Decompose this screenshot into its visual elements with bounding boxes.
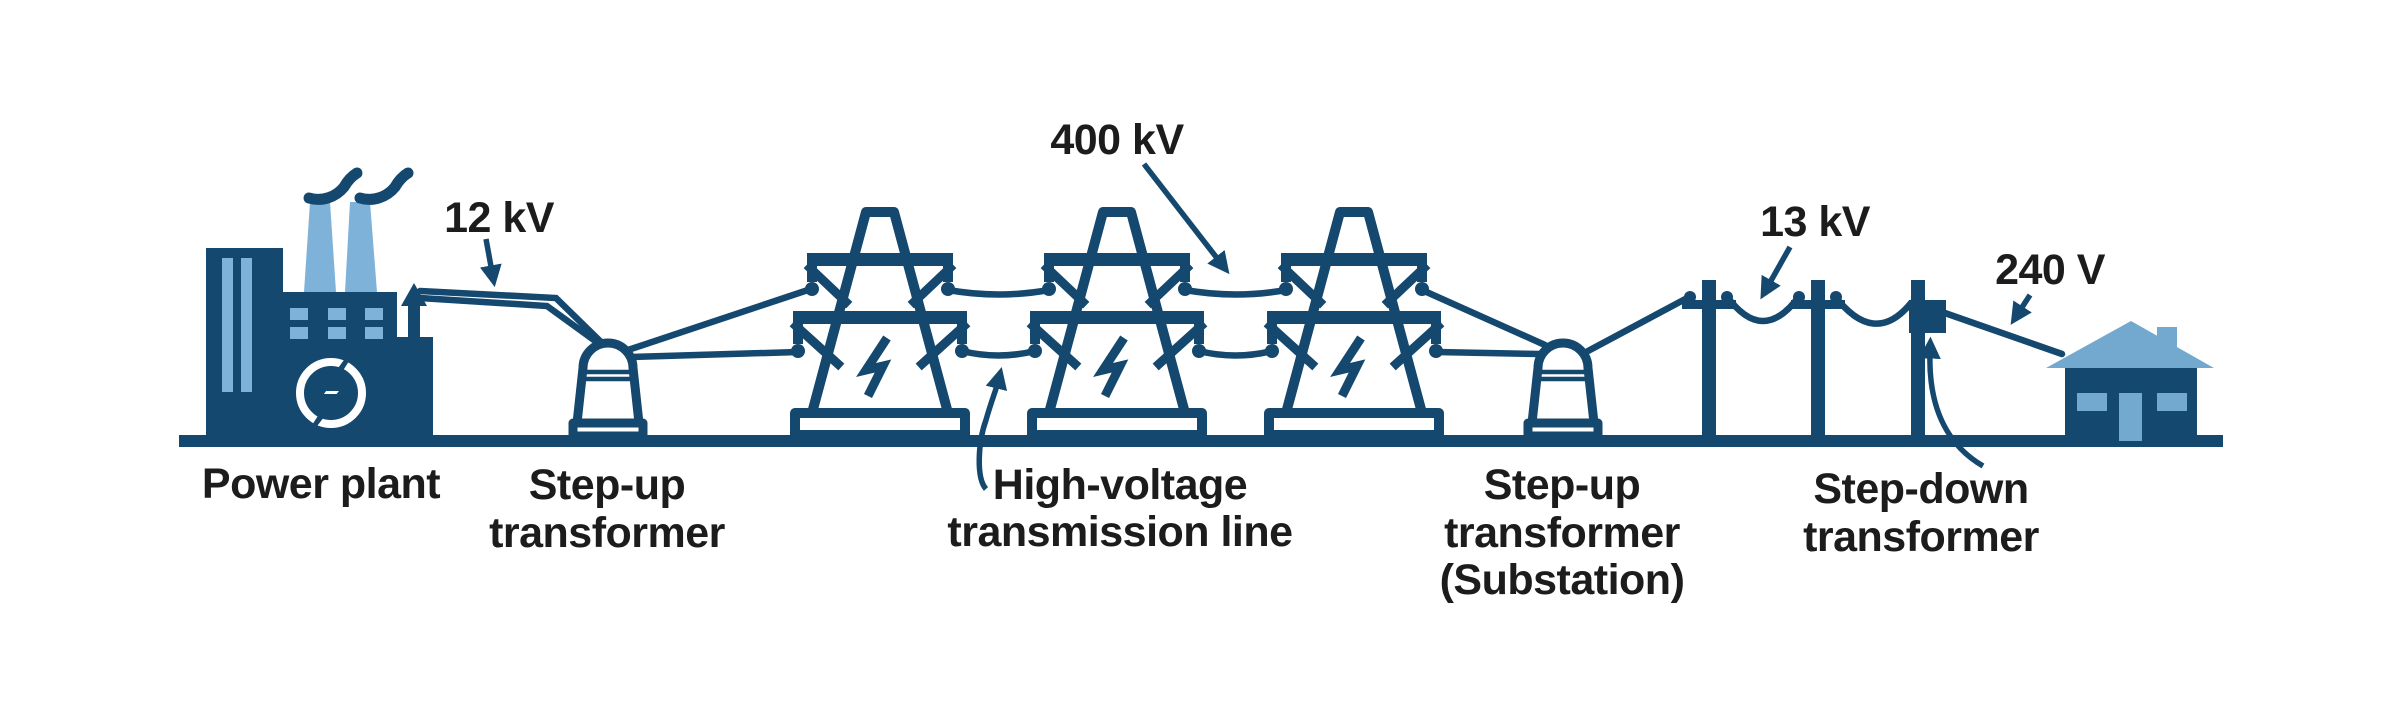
wire-tower2-tower3-upper [1181,286,1290,298]
plant-windows [290,308,383,339]
transmission-tower-icon [791,212,969,435]
up-arrow-icon [401,283,427,340]
lightning-bolt-icon [308,349,355,434]
plant-annex [395,337,433,440]
substation-transformer-icon [1528,343,1598,436]
substation-label: (Substation) [1440,556,1685,604]
wire-stepup-to-tower1-lower [627,348,802,361]
voltage-label-generator: 12 kV [444,194,555,242]
pointer-arrow-icon [479,238,502,288]
voltage-label-distribution: 13 kV [1760,198,1871,246]
wire-tower3-to-substation-lower [1432,348,1544,358]
house-window [2077,393,2107,411]
pointer-arrow-icon [2010,293,2033,325]
transmission-tower-icon [1265,212,1443,435]
house-window [2157,393,2187,411]
pointer-arrow-icon [976,367,1008,491]
voltage-label-transmission: 400 kV [1050,116,1184,164]
wire-plant-to-stepup-2 [416,294,613,355]
wire-pole2-stepdown [1830,291,1915,327]
wire-tower3-to-substation-upper [1418,286,1549,349]
high-voltage-line-label: High-voltage [993,461,1247,509]
step-down-transformer-box-icon [1909,300,1946,333]
substation-label: transformer [1444,509,1681,557]
pointer-arrow-icon [1141,162,1230,275]
step-up-transformer-icon [573,343,643,436]
smokestack-icon [345,202,377,292]
house-icon [2046,321,2214,441]
wire-pole1-pole2 [1722,291,1804,325]
annotation-arrows [479,162,2033,491]
wire-plant-to-stepup [416,287,607,348]
utility-pole-icon [1909,280,1946,438]
high-voltage-line-label: transmission line [947,508,1292,556]
power-bolt-emblem-icon [296,358,366,428]
wire-stepup-to-tower1-upper [621,286,812,355]
plant-window-stripe [222,258,233,392]
smoke-icon [303,167,363,205]
house-door [2119,393,2142,441]
power-plant-icon [206,167,433,440]
pointer-arrow-icon [1760,245,1793,300]
smoke-icon [354,167,414,205]
transmission-tower-icon [1028,212,1206,435]
wire-tower2-tower3-lower [1195,347,1276,359]
plant-window-stripe [241,258,252,392]
pointer-arrow-icon [1918,336,1985,469]
wire-stepdown-to-house [1938,308,2066,358]
ground-line [179,435,2223,447]
step-down-transformer-label: transformer [1803,513,2040,561]
power-plant-label: Power plant [202,460,440,508]
utility-pole-icon [1791,280,1845,438]
voltage-label-household: 240 V [1995,246,2106,294]
step-up-transformer-label: transformer [489,509,726,557]
roof [2046,321,2214,368]
smokestack-icon [304,202,336,292]
step-down-transformer-label: Step-down [1813,465,2028,513]
step-up-transformer-label: Step-up [529,461,686,509]
substation-label: Step-up [1484,461,1641,509]
wire-tower1-tower2-upper [944,286,1053,298]
utility-pole-icon [1682,280,1736,438]
wire-tower1-tower2-lower [958,347,1039,359]
wire-substation-to-pole1 [1584,292,1695,355]
